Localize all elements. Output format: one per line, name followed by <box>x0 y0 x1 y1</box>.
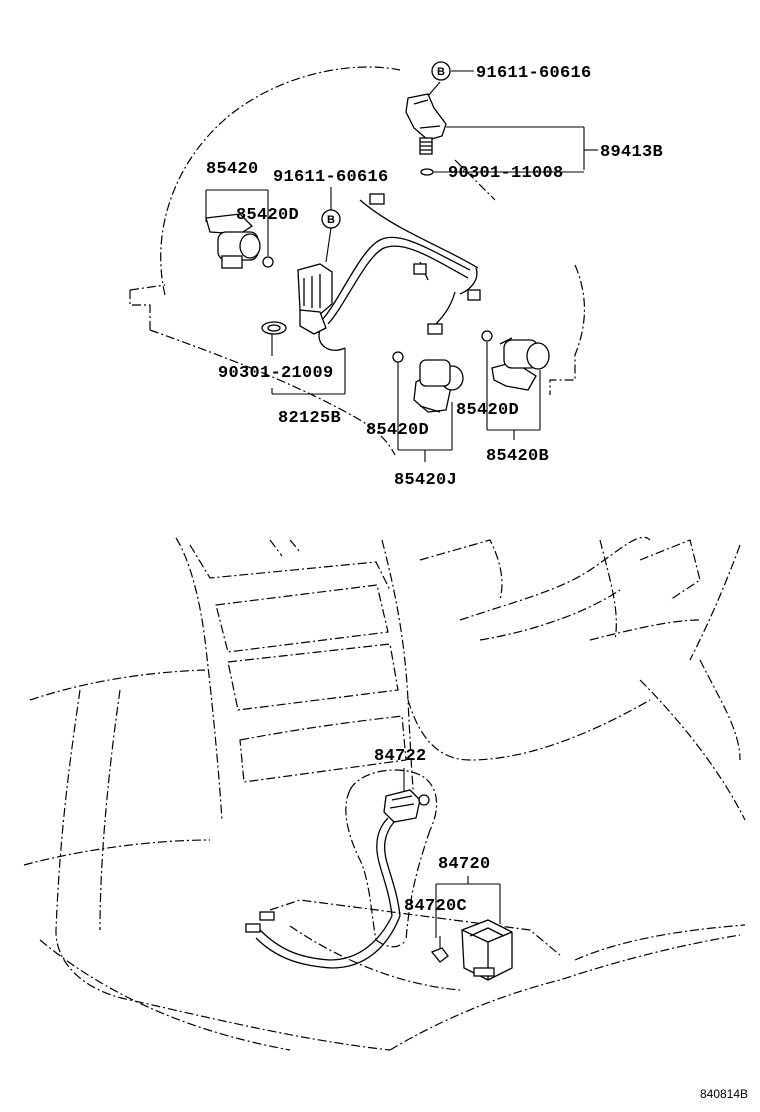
solenoid-85420b <box>481 330 550 391</box>
console-outline <box>23 536 746 1051</box>
leader-lines-top <box>427 70 598 173</box>
speed-sensor-89413b <box>405 93 447 176</box>
callout-90301-21009: 90301-21009 <box>218 364 334 383</box>
leader-lines-85420j <box>397 362 453 462</box>
leader-lines-84720 <box>435 876 501 938</box>
solenoid-85420j <box>392 351 464 413</box>
callout-82125b: 82125B <box>278 409 341 428</box>
callout-85420d-mid: 85420D <box>366 421 429 440</box>
leader-lines-85420b <box>486 342 541 440</box>
leader-lines-82125b <box>271 334 346 395</box>
transmission-outline <box>129 66 585 456</box>
callout-84722: 84722 <box>374 747 427 766</box>
svg-text:B: B <box>327 214 335 226</box>
callout-91611-60616-mid: 91611-60616 <box>273 168 389 187</box>
callout-85420: 85420 <box>206 160 259 179</box>
callout-84720c: 84720C <box>404 897 467 916</box>
shift-boot <box>345 769 438 948</box>
callout-85420j: 85420J <box>394 471 457 490</box>
figure-number: 840814B <box>700 1087 748 1101</box>
leader-lines-85420 <box>205 189 269 256</box>
switch-84720 <box>430 919 513 981</box>
callout-89413b: 89413B <box>600 143 663 162</box>
callout-91611-60616-top: 91611-60616 <box>476 64 592 83</box>
callout-90301-11008: 90301-11008 <box>448 164 564 183</box>
solenoid-85420-left <box>205 213 274 269</box>
svg-text:B: B <box>437 66 445 78</box>
callout-85420d-left: 85420D <box>236 206 299 225</box>
switch-84722 <box>245 789 430 969</box>
marker-b-mid: B <box>321 187 341 263</box>
callout-85420d-right: 85420D <box>456 401 519 420</box>
wire-harness-82125b <box>261 193 481 351</box>
callout-84720: 84720 <box>438 855 491 874</box>
console-plate <box>269 899 561 991</box>
callout-85420b: 85420B <box>486 447 549 466</box>
marker-b-top: B <box>431 61 451 81</box>
